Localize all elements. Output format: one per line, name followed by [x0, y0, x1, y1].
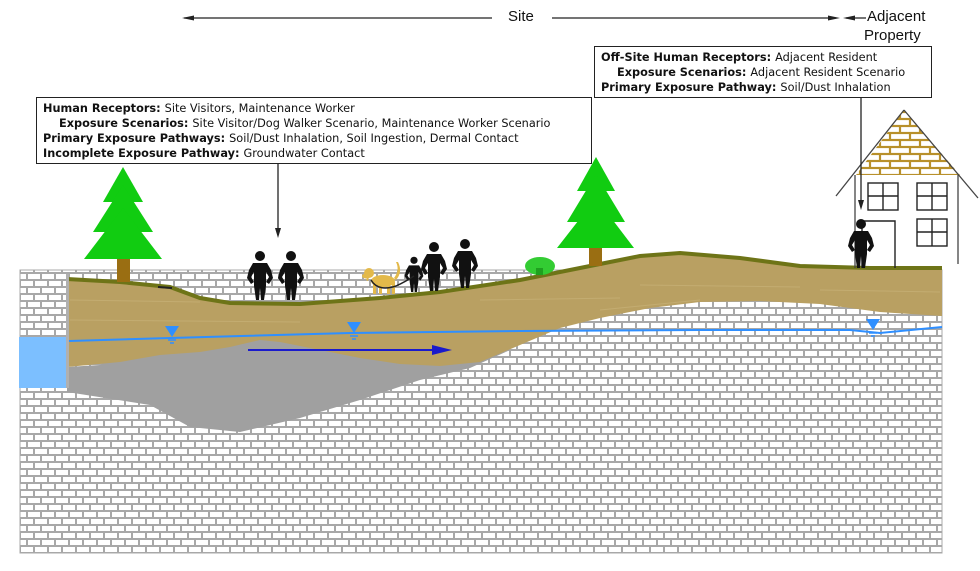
water-table-marker: [866, 319, 880, 337]
site-callout-leader: [275, 164, 281, 238]
site-label: Site: [508, 8, 534, 25]
adjacent-extent-arrow: [843, 15, 866, 21]
dog-leash: [370, 275, 415, 289]
callout-row: Primary Exposure Pathway:Soil/Dust Inhal…: [601, 81, 891, 94]
sheet-pile: [66, 274, 69, 388]
offsite-callout-leader: [858, 97, 864, 210]
adjacent-property-label-line2: Property: [864, 27, 921, 44]
callout-row: Incomplete Exposure Pathway:Groundwater …: [43, 147, 365, 160]
surface-water-body: [19, 337, 67, 388]
adjacent-resident-icon: [848, 219, 874, 268]
ground-surface: [66, 250, 942, 307]
bush-icon: [525, 257, 555, 275]
water-table-marker: [347, 322, 361, 340]
water-table-marker: [165, 326, 179, 344]
groundwater-flow-arrow-icon: [248, 345, 452, 355]
callout-row: Primary Exposure Pathways:Soil/Dust Inha…: [43, 132, 519, 145]
soil-texture: [69, 284, 941, 323]
site-receptors-callout: Human Receptors:Site Visitors, Maintenan…: [36, 97, 592, 164]
tree-icon: [557, 157, 634, 266]
offsite-receptors-callout: Off-Site Human Receptors:Adjacent Reside…: [594, 46, 932, 98]
callout-row: Off-Site Human Receptors:Adjacent Reside…: [601, 51, 878, 64]
soil-layer: [67, 253, 942, 367]
callout-row: Exposure Scenarios:Adjacent Resident Sce…: [617, 66, 906, 79]
contaminated-zone: [67, 335, 510, 432]
tree-icon: [84, 167, 162, 282]
callout-row: Exposure Scenarios:Site Visitor/Dog Walk…: [59, 117, 551, 130]
site-extent-arrow: [182, 15, 840, 21]
adjacent-property-label-line1: Adjacent: [867, 8, 926, 25]
callout-row: Human Receptors:Site Visitors, Maintenan…: [43, 102, 355, 115]
